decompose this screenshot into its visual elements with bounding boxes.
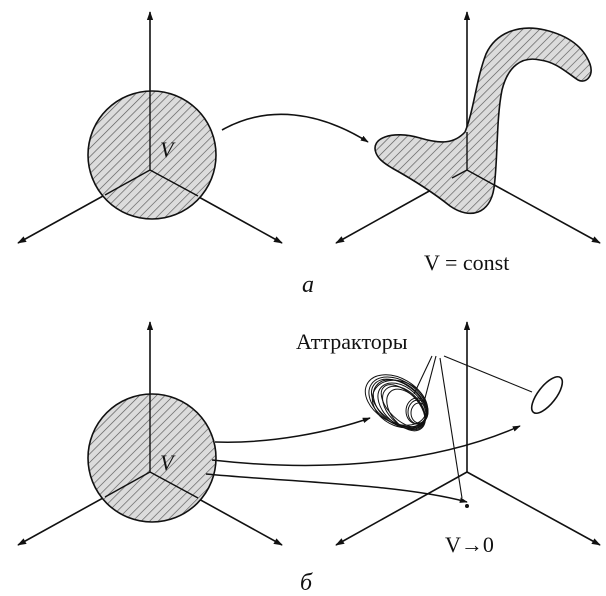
volume-symbol-a: V — [160, 137, 176, 162]
initial-volume-circle-b — [87, 393, 217, 523]
axes-b-right — [335, 321, 601, 546]
attractors-label: Аттракторы — [296, 329, 408, 354]
volume-zero-label: V→0 — [445, 532, 494, 557]
caption-b: б — [300, 570, 313, 596]
limit-cycle-ellipse — [530, 375, 564, 415]
volume-const-label: V = const — [424, 250, 509, 275]
attractor-pointer-lines — [413, 355, 533, 499]
trajectory-to-strange-attractor — [214, 417, 371, 443]
panel-a: V V = const а — [17, 11, 601, 298]
axes-b-left-inner — [104, 394, 199, 499]
axes-a-right-inner — [451, 132, 497, 187]
initial-volume-circle-a — [87, 90, 217, 220]
trajectory-to-fixed-point — [205, 473, 468, 503]
fixed-point-dot — [465, 504, 469, 508]
axes-a-left-inner — [104, 91, 199, 197]
deformed-volume-blob — [374, 27, 592, 215]
strange-attractor — [364, 374, 429, 432]
volume-symbol-b: V — [160, 450, 176, 475]
caption-a: а — [302, 272, 314, 298]
trajectory-to-limit-cycle — [211, 425, 521, 467]
mapping-arrow-a — [221, 113, 369, 143]
panel-b: V — [17, 321, 601, 596]
